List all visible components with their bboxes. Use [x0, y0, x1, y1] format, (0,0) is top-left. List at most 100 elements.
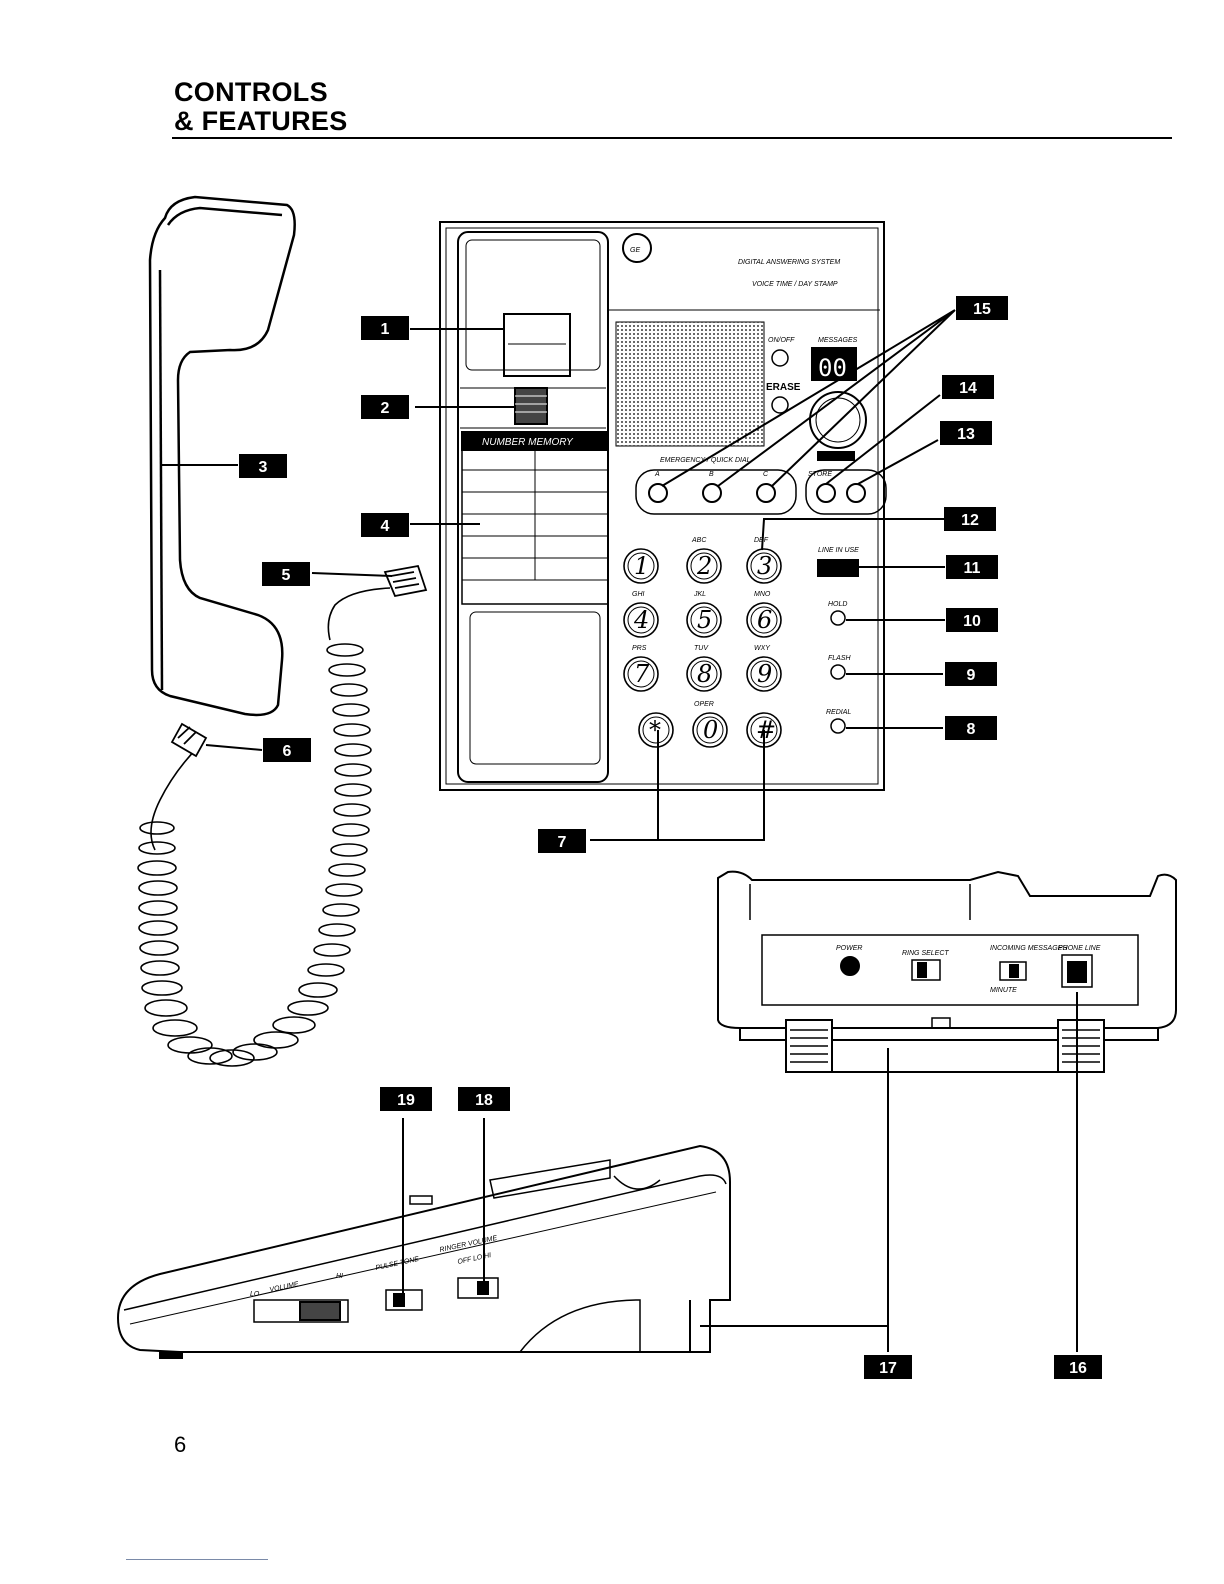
callout-9: 9 [945, 662, 997, 686]
key-letters-prs: PRS [632, 645, 647, 652]
svg-text:10: 10 [963, 613, 981, 630]
svg-text:19: 19 [397, 1092, 415, 1109]
key-0[interactable]: 0 [703, 716, 718, 744]
callout-3: 3 [239, 454, 287, 478]
ge-logo: GE [630, 247, 640, 254]
callout-6: 6 [263, 738, 311, 762]
incoming-messages-label: INCOMING MESSAGES [990, 945, 1067, 952]
svg-text:5: 5 [282, 567, 291, 584]
phone-line-label: PHONE LINE [1058, 945, 1101, 952]
svg-text:6: 6 [283, 743, 292, 760]
key-hash[interactable]: # [756, 716, 776, 744]
handset-illustration [148, 195, 296, 717]
callout-17: 17 [864, 1355, 912, 1379]
callout-11: 11 [946, 555, 998, 579]
callout-16: 16 [1054, 1355, 1102, 1379]
coiled-cord-illustration [137, 587, 391, 1067]
callout-1: 1 [361, 316, 409, 340]
callout-7: 7 [538, 829, 586, 853]
volume-label: VOLUME [269, 1281, 300, 1294]
redial-label: REDIAL [826, 709, 851, 716]
ringer-off-lo-hi-label: OFF LO HI [457, 1252, 492, 1266]
key-letters-abc: ABC [691, 537, 707, 544]
page-title: CONTROLS & FEATURES [174, 78, 348, 136]
back-panel-labels: POWER RING SELECT INCOMING MESSAGES MINU… [836, 945, 1101, 994]
page-title-line2: & FEATURES [174, 106, 348, 136]
svg-text:17: 17 [879, 1360, 897, 1377]
callout-19: 19 [380, 1087, 432, 1111]
modular-plug-illustration [170, 564, 428, 758]
svg-text:18: 18 [475, 1092, 493, 1109]
svg-text:14: 14 [959, 380, 977, 397]
line-in-use-label: LINE IN USE [818, 547, 859, 554]
base-unit-side-view [116, 1144, 731, 1359]
key-4[interactable]: 4 [633, 606, 649, 634]
quick-dial-a-label: A [654, 471, 660, 478]
volume-hi-label: HI [336, 1273, 343, 1280]
erase-label: ERASE [766, 382, 801, 393]
key-3[interactable]: 3 [757, 552, 772, 580]
callout-10: 10 [946, 608, 998, 632]
base-unit-top-view [439, 221, 887, 791]
svg-text:16: 16 [1069, 1360, 1087, 1377]
svg-text:11: 11 [964, 560, 981, 577]
key-letters-ghi: GHI [632, 591, 645, 598]
svg-text:15: 15 [973, 301, 991, 318]
base-unit-back-view [717, 870, 1177, 1073]
key-letters-oper: OPER [694, 701, 714, 708]
on-off-label: ON/OFF [768, 337, 795, 344]
product-line2: VOICE TIME / DAY STAMP [752, 281, 838, 288]
callout-13: 13 [940, 421, 992, 445]
callout-18: 18 [458, 1087, 510, 1111]
messages-label: MESSAGES [818, 337, 858, 344]
store-label: STORE [808, 471, 832, 478]
callout-12: 12 [944, 507, 996, 531]
number-memory-label: NUMBER MEMORY [482, 437, 574, 448]
minute-label: MINUTE [990, 987, 1017, 994]
callout-15: 15 [956, 296, 1008, 320]
key-8[interactable]: 8 [697, 660, 712, 688]
title-rule [172, 137, 1172, 139]
volume-lo-label: LO [250, 1291, 260, 1298]
key-letters-mno: MNO [754, 591, 771, 598]
key-2[interactable]: 2 [696, 552, 712, 580]
product-line1: DIGITAL ANSWERING SYSTEM [738, 259, 840, 266]
key-star[interactable]: * [649, 716, 661, 744]
callout-leader-lines [162, 309, 1078, 1352]
svg-text:7: 7 [558, 834, 567, 851]
key-7[interactable]: 7 [634, 660, 650, 688]
key-letters-jkl: JKL [693, 591, 706, 598]
svg-text:2: 2 [381, 400, 390, 417]
key-9[interactable]: 9 [757, 660, 772, 688]
callout-tags: 1 2 3 4 5 6 7 8 9 10 11 12 13 14 15 16 1… [239, 296, 1102, 1379]
svg-text:8: 8 [967, 721, 976, 738]
key-1[interactable]: 1 [634, 552, 649, 580]
key-letters-def: DEF [754, 537, 769, 544]
svg-text:4: 4 [381, 518, 390, 535]
svg-text:1: 1 [381, 321, 390, 338]
callout-8: 8 [945, 716, 997, 740]
ring-select-label: RING SELECT [902, 950, 949, 957]
ringer-volume-label: RINGER VOLUME [439, 1235, 498, 1254]
flash-label: FLASH [828, 655, 852, 662]
callout-2: 2 [361, 395, 409, 419]
footer-rule [126, 1559, 268, 1560]
page-title-line1: CONTROLS [174, 77, 328, 107]
key-letters-tuv: TUV [694, 645, 709, 652]
svg-text:9: 9 [967, 667, 976, 684]
quick-dial-b-label: B [709, 471, 714, 478]
quick-dial-c-label: C [763, 471, 769, 478]
page-number: 6 [174, 1432, 187, 1457]
svg-text:13: 13 [957, 426, 975, 443]
key-5[interactable]: 5 [697, 606, 712, 634]
key-6[interactable]: 6 [757, 606, 772, 634]
pulse-tone-label: PULSE TONE [375, 1256, 420, 1272]
callout-5: 5 [262, 562, 310, 586]
callout-4: 4 [361, 513, 409, 537]
hold-label: HOLD [828, 601, 847, 608]
svg-text:12: 12 [961, 512, 979, 529]
svg-text:3: 3 [259, 459, 268, 476]
callout-14: 14 [942, 375, 994, 399]
key-letters-wxy: WXY [754, 645, 771, 652]
